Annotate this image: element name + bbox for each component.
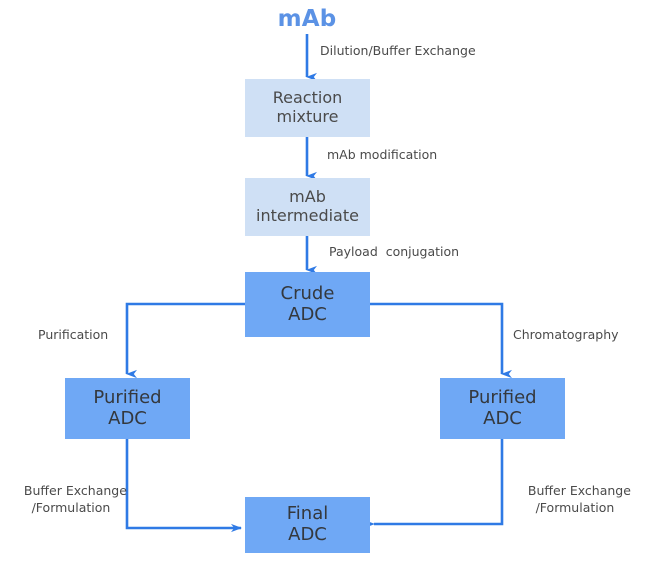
edge-crude-to-purified-left bbox=[125, 302, 245, 379]
edge-label-buffer-exchange-left-line2: /Formulation bbox=[31, 499, 111, 515]
edge-label-mab-modification: mAb modification bbox=[327, 147, 438, 162]
edge-label-buffer-exchange-right: Buffer Exchange /Formulation bbox=[512, 466, 631, 534]
edge-purified-left-to-final bbox=[125, 439, 242, 533]
node-crude-adc-line2: ADC bbox=[288, 303, 327, 325]
edge-label-buffer-exchange-left-line1: Buffer Exchange bbox=[23, 482, 127, 498]
node-final-adc[interactable]: Final ADC bbox=[245, 497, 370, 553]
node-purified-adc-left-line1: Purified bbox=[93, 386, 162, 408]
node-mab-intermediate[interactable]: mAb intermediate bbox=[245, 178, 370, 236]
page-title: mAb bbox=[277, 6, 337, 32]
node-purified-adc-right-line1: Purified bbox=[468, 386, 537, 408]
edge-label-purification: Purification bbox=[38, 327, 109, 342]
edge-label-dilution-buffer-exchange: Dilution/Buffer Exchange bbox=[320, 43, 476, 58]
node-mab-intermediate-line1: mAb bbox=[289, 187, 326, 207]
node-mab-intermediate-line2: intermediate bbox=[256, 206, 359, 225]
node-purified-adc-right-line2: ADC bbox=[483, 407, 522, 429]
edge-label-chromatography: Chromatography bbox=[513, 327, 619, 342]
edge-label-buffer-exchange-left: Buffer Exchange /Formulation bbox=[8, 466, 127, 534]
node-crude-adc[interactable]: Crude ADC bbox=[245, 272, 370, 337]
edge-purified-right-to-final bbox=[364, 439, 504, 529]
node-reaction-mixture-line1: Reaction bbox=[272, 88, 343, 108]
node-reaction-mixture-line2: mixture bbox=[276, 107, 339, 126]
node-crude-adc-line1: Crude bbox=[280, 282, 335, 304]
node-final-adc-line1: Final bbox=[286, 503, 329, 525]
node-purified-adc-left[interactable]: Purified ADC bbox=[65, 378, 190, 439]
node-purified-adc-right[interactable]: Purified ADC bbox=[440, 378, 565, 439]
edge-label-buffer-exchange-right-line2: /Formulation bbox=[535, 499, 615, 515]
edge-crude-to-purified-right bbox=[370, 302, 512, 379]
edge-label-buffer-exchange-right-line1: Buffer Exchange bbox=[527, 482, 631, 498]
node-reaction-mixture[interactable]: Reaction mixture bbox=[245, 79, 370, 137]
node-purified-adc-left-line2: ADC bbox=[108, 407, 147, 429]
edge-label-payload-conjugation: Payload conjugation bbox=[329, 244, 460, 259]
node-final-adc-line2: ADC bbox=[288, 524, 327, 545]
